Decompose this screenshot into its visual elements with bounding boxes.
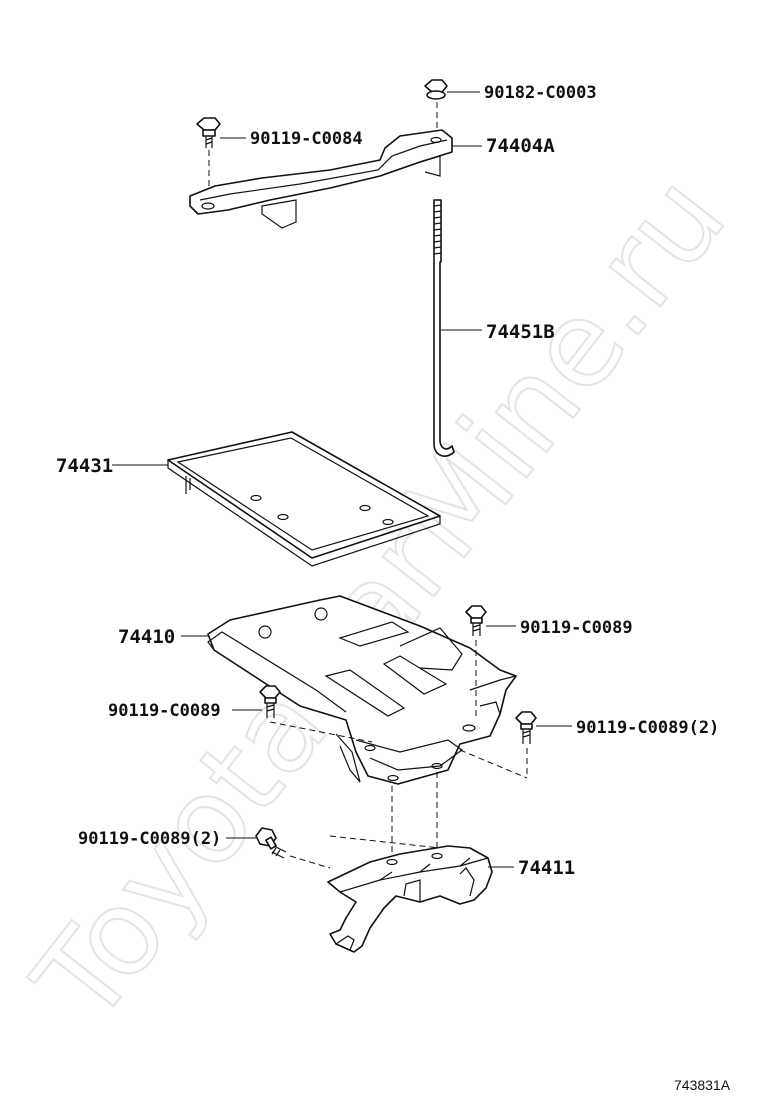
bolt-90119-c0089-left[interactable] <box>232 685 373 743</box>
alignment-lines <box>329 772 441 858</box>
bolt-90119-c0089-bottom[interactable] <box>226 827 331 869</box>
label-bolt-right: 90119-C0089 <box>520 618 633 638</box>
label-clamp: 74404A <box>486 135 555 157</box>
battery-clamp-74404a[interactable] <box>189 129 482 229</box>
hold-down-rod-74451b[interactable] <box>433 199 482 457</box>
label-bolt-bottom: 90119-C0089(2) <box>78 829 221 849</box>
label-bracket: 74411 <box>518 857 575 879</box>
label-tray: 74431 <box>56 455 113 477</box>
label-bolt-right2: 90119-C0089(2) <box>576 718 719 738</box>
battery-carrier-74410[interactable] <box>181 595 517 785</box>
label-bolt-left: 90119-C0089 <box>108 701 221 721</box>
label-rod: 74451B <box>486 321 555 343</box>
label-bolt-clamp: 90119-C0084 <box>250 129 363 149</box>
bolt-90119-c0089-right-2[interactable] <box>459 711 572 779</box>
battery-bracket-74411[interactable] <box>327 845 514 953</box>
bolt-90119-c0084[interactable] <box>196 117 246 200</box>
reference-code: 743831A <box>674 1077 731 1093</box>
bolt-90119-c0089-right[interactable] <box>465 605 516 718</box>
label-nut-top: 90182-C0003 <box>484 83 597 103</box>
label-carrier: 74410 <box>118 626 175 648</box>
battery-tray-74431[interactable] <box>112 431 441 567</box>
